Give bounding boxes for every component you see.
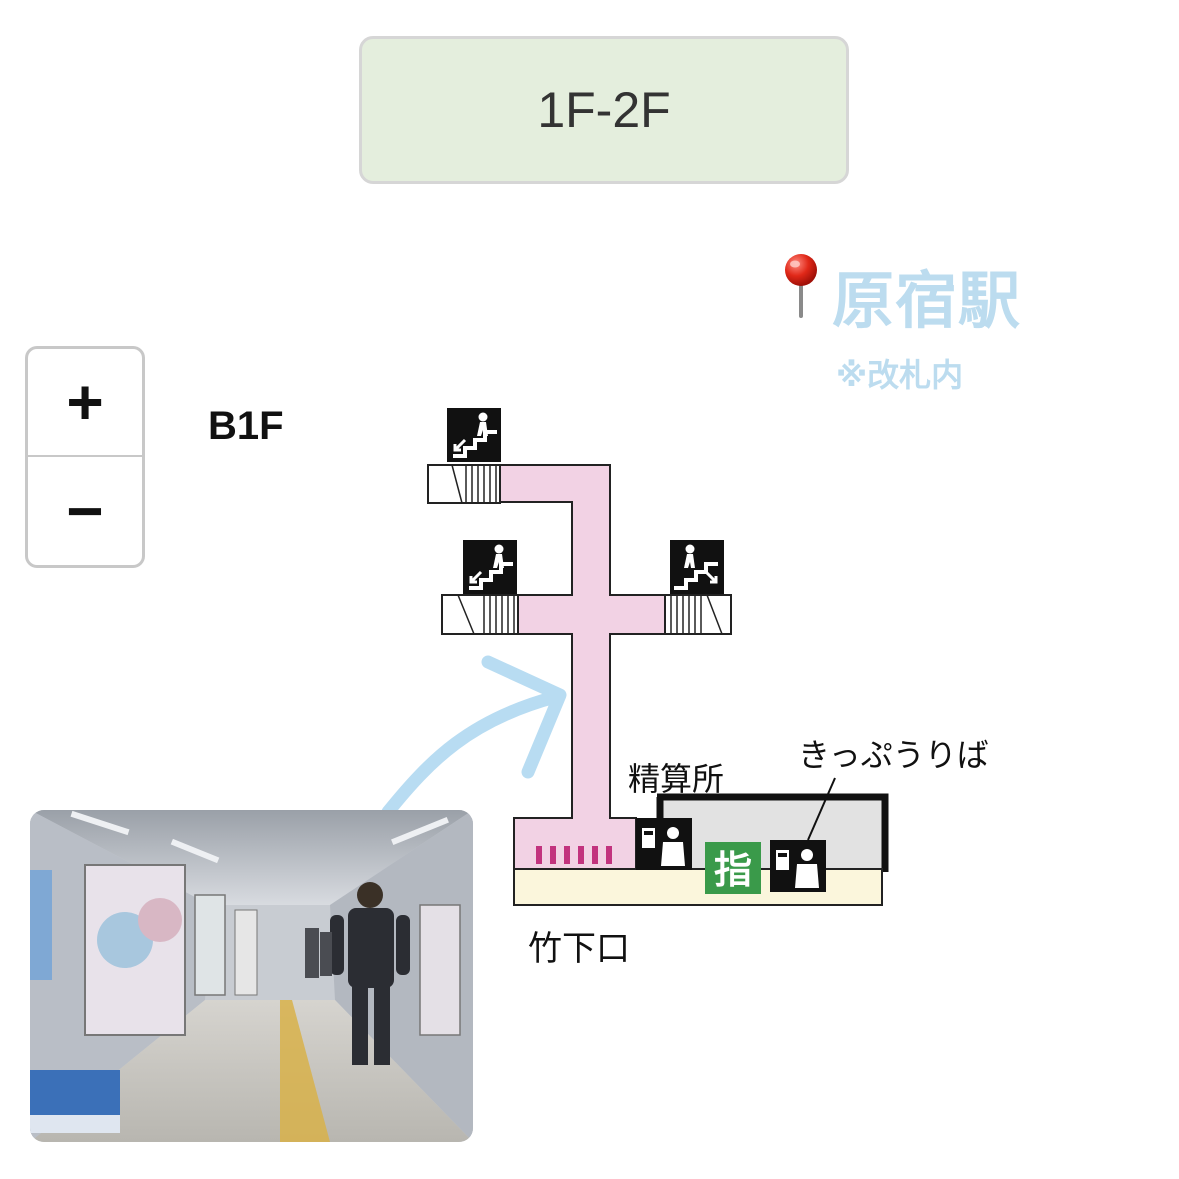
station-title: 原宿駅 [832, 264, 1022, 337]
exit-strip [513, 868, 883, 906]
ticket-office-label: きっぷうりば [798, 736, 989, 774]
stairs-middle-left [441, 594, 519, 635]
floor-selector-button[interactable]: 1F-2F [359, 36, 849, 184]
stairs-middle-right [664, 594, 732, 635]
stairs-up-icon [447, 408, 501, 462]
ticket-office-leader [807, 777, 836, 841]
fare-adjustment-label: 精算所 [628, 760, 724, 798]
reserved-seat-mark-label: 指 [714, 848, 752, 892]
stairs-top-left [427, 464, 501, 504]
direction-arrow [381, 655, 567, 819]
stairs-up-icon [670, 540, 724, 594]
corridor-photo [30, 810, 473, 1142]
inside-gate-note: ※改札内 [836, 356, 964, 394]
map-pin-icon [785, 254, 817, 318]
floor-label: B1F [208, 404, 284, 448]
ticket-gates [536, 846, 612, 864]
corridor [499, 464, 666, 870]
stairs-up-icon [463, 540, 517, 594]
ticket-machine-icon [636, 818, 692, 870]
zoom-out-button[interactable]: − [66, 475, 104, 547]
reserved-seat-mark [705, 842, 761, 894]
exit-label: 竹下口 [528, 929, 630, 969]
ticket-area-wall [657, 793, 889, 872]
zoom-control: + − [25, 346, 145, 568]
station-title-group: 原宿駅 [776, 250, 1046, 337]
ticket-machine-icon [770, 840, 826, 892]
zoom-in-button[interactable]: + [28, 349, 142, 457]
